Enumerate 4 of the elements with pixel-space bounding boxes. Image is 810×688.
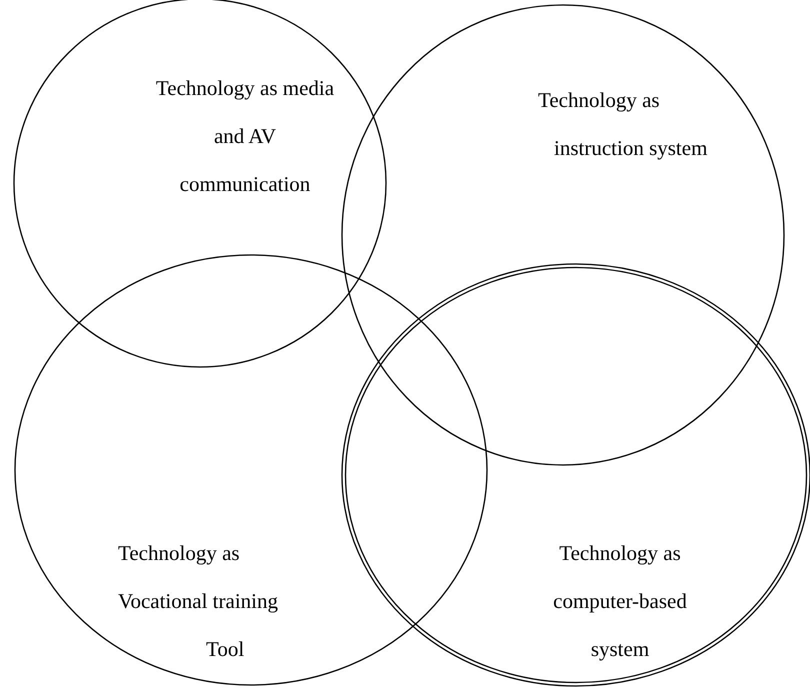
circle-label: Technology as computer-based system [552, 540, 688, 663]
circle-label: Technology as media and AV communication [154, 75, 336, 198]
circle-label: Technology as instruction system [538, 87, 708, 162]
circle-label: Technology as Vocational training Tool [118, 540, 279, 663]
